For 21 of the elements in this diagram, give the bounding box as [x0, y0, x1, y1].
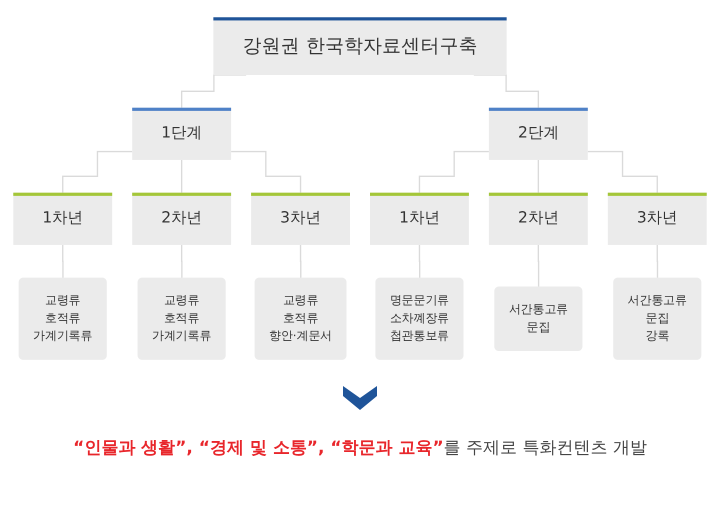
- node-box: 교령류 호적류 가계기록류: [18, 278, 107, 360]
- connector: [418, 150, 489, 194]
- connector: [538, 159, 540, 194]
- caption: “인물과 생활”, “경제 및 소통”, “학문과 교육”를 주제로 특화컨텐츠 개발: [73, 438, 647, 458]
- connector: [62, 150, 132, 194]
- node-box: 교령류 호적류 향안·계문서: [254, 278, 346, 360]
- connector: [62, 244, 64, 279]
- node-box: 명문문기류 소차꼐장류 첩관통보류: [375, 278, 464, 360]
- node-box: 교령류 호적류 가계기록류: [138, 278, 226, 360]
- connector: [231, 150, 302, 194]
- connector: [418, 244, 421, 279]
- connector: [474, 74, 540, 108]
- connector: [180, 159, 182, 194]
- connector: [300, 244, 302, 279]
- node-box: 서간통고류 문집 강록: [613, 278, 702, 360]
- node-box: 서간통고류 문집: [494, 286, 582, 352]
- connector: [656, 244, 658, 279]
- connector: [180, 74, 246, 108]
- connector: [538, 244, 540, 288]
- connector: [588, 150, 658, 194]
- connector: [180, 244, 183, 279]
